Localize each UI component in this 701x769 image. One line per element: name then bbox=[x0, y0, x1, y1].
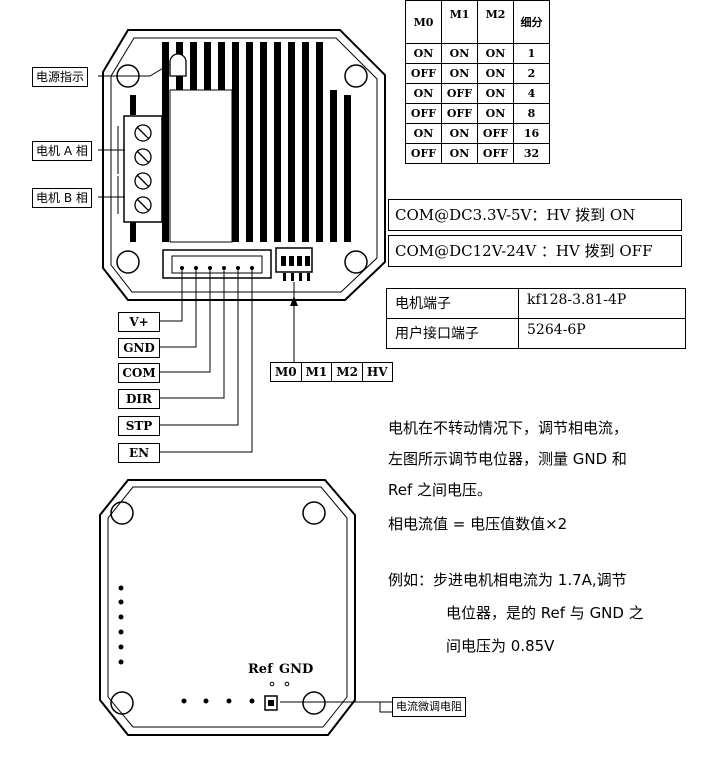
cell: 16 bbox=[513, 123, 550, 144]
cell: 4 bbox=[513, 83, 550, 104]
dip-label-m1: M1 bbox=[300, 362, 333, 382]
pin-label-gnd: GND bbox=[118, 338, 160, 358]
dip-label-m0: M0 bbox=[270, 362, 302, 382]
mount-hole-bl bbox=[116, 250, 140, 274]
cell: OFF bbox=[441, 83, 478, 104]
cell: ON bbox=[477, 103, 514, 124]
cell: OFF bbox=[441, 103, 478, 124]
table-row: 用户接口端子 5264-6P bbox=[386, 318, 686, 349]
power-led bbox=[169, 53, 187, 77]
cell: ON bbox=[405, 43, 442, 64]
pin-label-stp: STP bbox=[118, 416, 160, 436]
power-indicator-label: 电源指示 bbox=[32, 67, 89, 87]
cell: ON bbox=[441, 43, 478, 64]
pin-label-vplus: V+ bbox=[118, 312, 160, 332]
description-line-3: Ref 之间电压。 bbox=[388, 481, 493, 499]
cell: ON bbox=[405, 123, 442, 144]
terminal-name: 用户接口端子 bbox=[386, 318, 519, 349]
mount-hole-tr bbox=[344, 64, 368, 88]
microstep-table-header: M0 M1 M2 细分 bbox=[405, 0, 550, 44]
cell: 32 bbox=[513, 143, 550, 164]
cell: ON bbox=[477, 83, 514, 104]
hv-note-high-voltage: COM@DC12V-24V ：HV 拨到 OFF bbox=[388, 235, 682, 267]
header-m1: M1 bbox=[441, 0, 478, 44]
solder-pads bbox=[118, 585, 255, 704]
cell: OFF bbox=[405, 143, 442, 164]
formula: 相电流值 = 电压值数值×2 bbox=[388, 515, 568, 533]
cell: ON bbox=[441, 63, 478, 84]
mount-hole-br bbox=[344, 250, 368, 274]
header-microstep: 细分 bbox=[513, 0, 550, 44]
example-line-2: 电位器，是的 Ref 与 GND 之 bbox=[446, 604, 644, 622]
dip-pin-labels: M0 M1 M2 HV bbox=[270, 362, 393, 382]
mount-hole-b-tr bbox=[302, 501, 326, 525]
cell: ON bbox=[405, 83, 442, 104]
user-interface-connector bbox=[162, 249, 272, 279]
ref-label: Ref bbox=[248, 662, 273, 677]
pin-label-en: EN bbox=[118, 443, 160, 463]
header-m2: M2 bbox=[477, 0, 514, 44]
dip-label-m2: M2 bbox=[331, 362, 363, 382]
motor-b-phase-label: 电机 B 相 bbox=[32, 188, 92, 208]
cell: 1 bbox=[513, 43, 550, 64]
cell: OFF bbox=[477, 123, 514, 144]
cell: 8 bbox=[513, 103, 550, 124]
cell: ON bbox=[441, 143, 478, 164]
description-line-2: 左图所示调节电位器，测量 GND 和 bbox=[388, 450, 627, 468]
pin-label-com: COM bbox=[118, 363, 160, 383]
example-line-3: 间电压为 0.85V bbox=[446, 637, 555, 655]
dip-label-hv: HV bbox=[361, 362, 393, 382]
gnd-label: GND bbox=[279, 662, 314, 677]
mount-hole-b-br bbox=[302, 691, 326, 715]
cell: ON bbox=[477, 43, 514, 64]
bottom-board-outline bbox=[99, 479, 356, 736]
cell: 2 bbox=[513, 63, 550, 84]
header-m0: M0 bbox=[405, 0, 442, 44]
mount-hole-b-tl bbox=[110, 501, 134, 525]
description-line-1: 电机在不转动情况下，调节相电流， bbox=[388, 419, 629, 437]
pin-label-dir: DIR bbox=[118, 389, 160, 409]
hv-note-low-voltage: COM@DC3.3V-5V：HV 拨到 ON bbox=[388, 199, 682, 231]
cell: OFF bbox=[405, 103, 442, 124]
terminal-model: 5264-6P bbox=[518, 318, 686, 349]
cell: OFF bbox=[405, 63, 442, 84]
cell: ON bbox=[477, 63, 514, 84]
cell: OFF bbox=[477, 143, 514, 164]
terminal-model: kf128-3.81-4P bbox=[518, 288, 686, 319]
table-row: 电机端子 kf128-3.81-4P bbox=[386, 288, 686, 319]
current-trim-label: 电流微调电阻 bbox=[392, 697, 466, 717]
terminal-table: 电机端子 kf128-3.81-4P 用户接口端子 5264-6P bbox=[386, 288, 686, 349]
cell: ON bbox=[441, 123, 478, 144]
example-line-1: 例如：步进电机相电流为 1.7A,调节 bbox=[388, 571, 627, 589]
terminal-name: 电机端子 bbox=[386, 288, 519, 319]
mount-hole-b-bl bbox=[110, 691, 134, 715]
motor-a-phase-label: 电机 A 相 bbox=[32, 141, 92, 161]
